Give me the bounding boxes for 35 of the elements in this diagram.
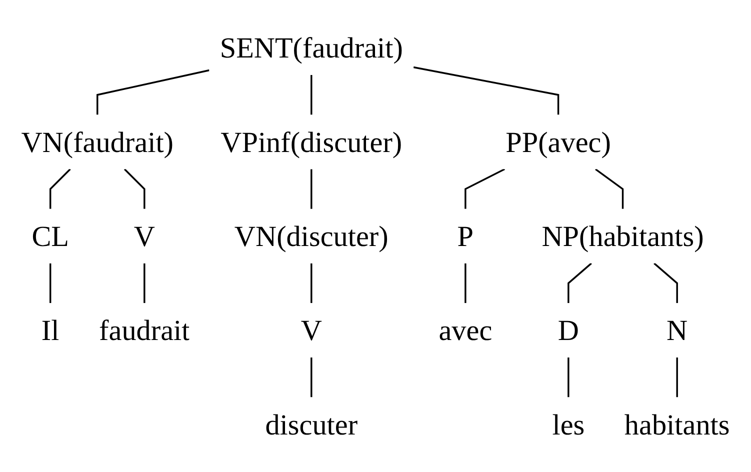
connector	[49, 168, 71, 209]
node-text: P	[457, 219, 474, 253]
node-text: discuter	[265, 408, 358, 441]
node-text: CL	[32, 219, 69, 253]
node-text: D	[558, 314, 579, 347]
node-text: NP(habitants)	[542, 219, 704, 253]
node-text: habitants	[624, 408, 730, 441]
node-text: SENT(faudrait)	[220, 31, 403, 64]
connector	[96, 69, 210, 115]
node-text: faudrait	[99, 314, 190, 347]
connector	[49, 263, 52, 303]
connector	[464, 263, 466, 303]
connector	[310, 169, 312, 209]
connector	[464, 168, 506, 209]
node-text: VN(faudrait)	[21, 125, 174, 158]
node-text: PP(avec)	[506, 125, 611, 158]
connector	[310, 263, 312, 303]
connector	[568, 357, 570, 398]
node-text: les	[552, 408, 585, 441]
connector	[568, 262, 592, 303]
node-text: VPinf(discuter)	[220, 125, 402, 158]
connector	[310, 357, 312, 398]
node-text: N	[666, 314, 688, 347]
connector	[124, 168, 146, 209]
node-text: V	[300, 314, 322, 347]
node-text: Il	[41, 314, 60, 347]
node-text: avec	[438, 314, 492, 347]
connector	[676, 357, 678, 398]
connector	[310, 74, 312, 115]
node-text: VN(discuter)	[234, 219, 388, 253]
connector	[595, 168, 624, 209]
connector	[144, 263, 146, 303]
connector	[413, 66, 560, 115]
node-text: V	[134, 219, 155, 253]
connector	[654, 262, 678, 303]
